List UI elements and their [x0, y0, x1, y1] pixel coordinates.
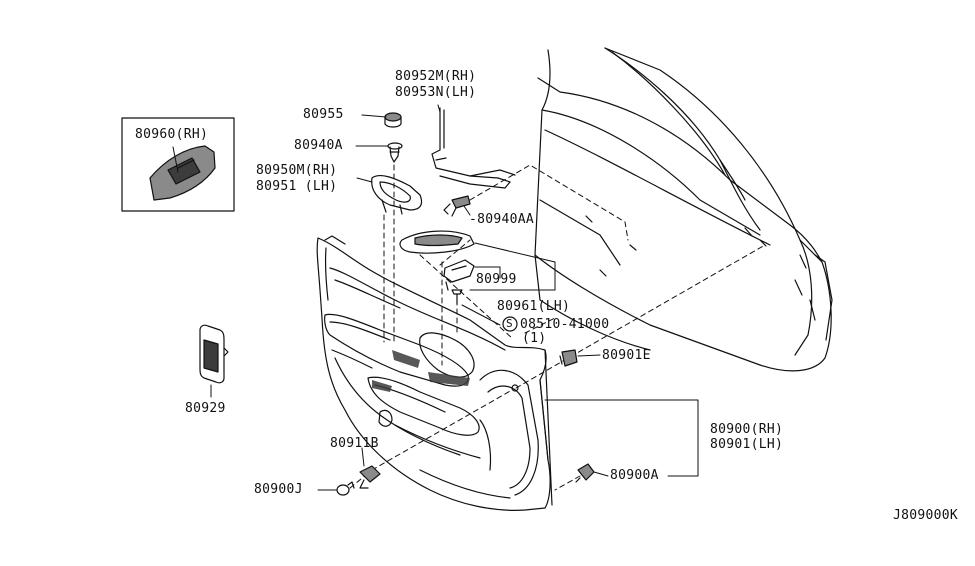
drawing-code: J809000K [893, 508, 959, 523]
label-80950m: 80950M(RH) [256, 163, 338, 178]
label-80900a: 80900A [610, 468, 659, 483]
label-80911b: 80911B [330, 436, 379, 451]
clip-80940aa [443, 195, 471, 217]
label-80940aa: -80940AA [469, 212, 535, 227]
solid-leader-lines [172, 104, 699, 491]
cap-80955 [384, 112, 402, 128]
clip-80900j [336, 481, 355, 496]
handle-80999 [443, 259, 475, 291]
inset-part-80960 [149, 145, 216, 201]
inset-frame [121, 117, 235, 212]
fastener-80911b [359, 465, 381, 489]
bracket-80952m [431, 107, 516, 189]
dashed-leader-lines [349, 164, 766, 491]
clip-80900a [575, 463, 595, 483]
label-08510-qty: (1) [522, 331, 547, 346]
label-80961: 80961(LH) [497, 299, 571, 314]
screw-symbol: S [506, 317, 513, 330]
screw-08510 [451, 289, 463, 305]
label-80953n: 80953N(LH) [395, 85, 477, 100]
clip-80901e [559, 349, 578, 367]
switch-bezel-80950m [371, 174, 423, 215]
label-80951: 80951 (LH) [256, 179, 338, 194]
label-80955: 80955 [303, 107, 344, 122]
label-80999: 80999 [476, 272, 517, 287]
label-80900j: 80900J [254, 482, 303, 497]
armrest-shading [372, 350, 470, 392]
escutcheon-80961 [399, 230, 475, 254]
label-08510-41000: 08510-41000 [520, 317, 610, 332]
switch-80929 [199, 324, 229, 384]
label-80900-rh: 80900(RH) [710, 422, 784, 437]
door-trim-panel [316, 235, 553, 511]
clip-80940a [387, 142, 403, 163]
door-inner-panel [534, 47, 833, 372]
label-80901e: 80901E [602, 348, 651, 363]
label-80952m: 80952M(RH) [395, 69, 477, 84]
screw-symbol-circle [502, 316, 518, 332]
label-80929: 80929 [185, 401, 226, 416]
inset-label-80960: 80960(RH) [135, 127, 209, 142]
label-80940a: 80940A [294, 138, 343, 153]
label-80901-lh: 80901(LH) [710, 437, 784, 452]
